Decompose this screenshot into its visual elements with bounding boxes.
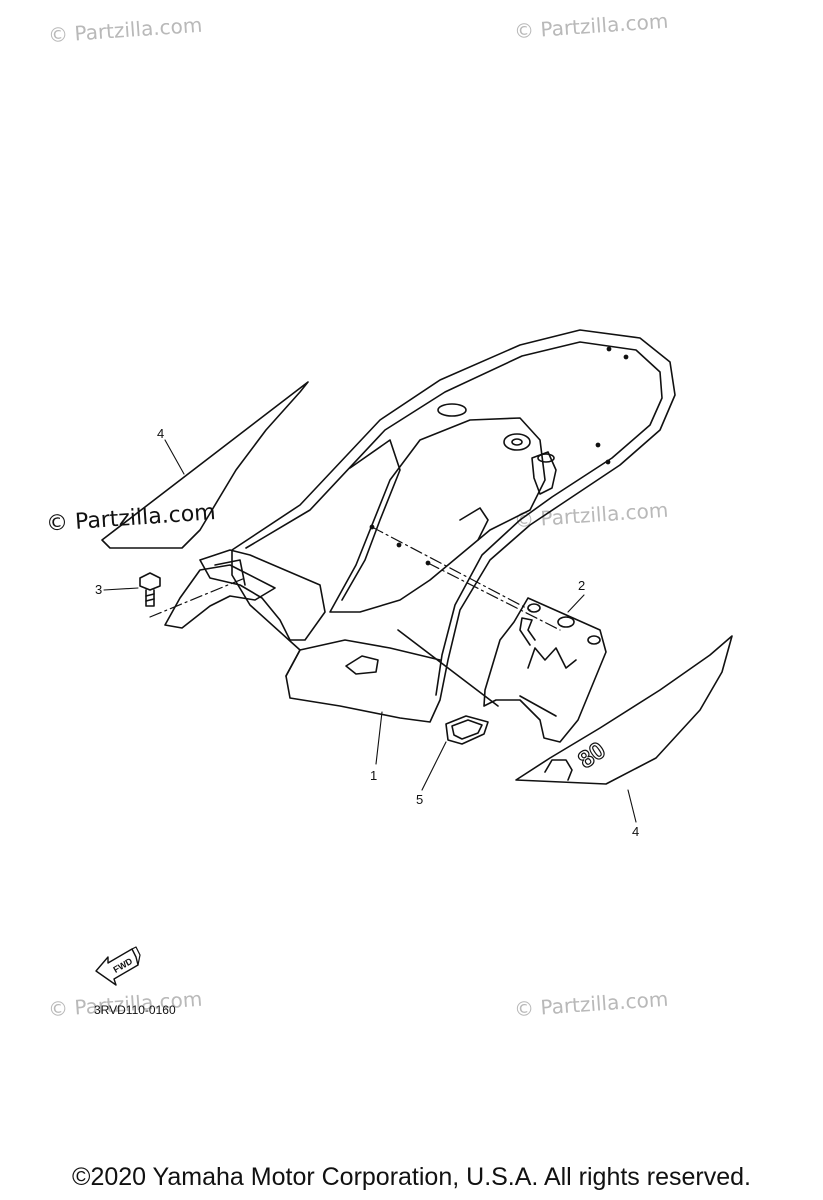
callout-4: 4 [632, 824, 639, 839]
callout-2: 2 [578, 578, 585, 593]
copyright-notice: ©2020 Yamaha Motor Corporation, U.S.A. A… [72, 1163, 751, 1191]
side-decal-left[interactable] [101, 381, 309, 549]
callout-3: 3 [95, 582, 102, 597]
rear-fender[interactable] [164, 329, 676, 723]
decal-number: 80 [573, 737, 610, 774]
callout-1: 1 [370, 768, 377, 783]
bolt[interactable] [139, 572, 161, 607]
assembly-lines [149, 526, 561, 631]
grommet[interactable] [445, 715, 489, 745]
callout-5: 5 [416, 792, 423, 807]
callout-4: 4 [157, 426, 164, 441]
side-decal-right[interactable] [515, 635, 733, 785]
fwd-arrow-icon: FWD [95, 946, 141, 986]
fender-plate[interactable] [483, 597, 607, 743]
diagram-code: 3RVD110-0160 [94, 1003, 176, 1017]
leader-lines [103, 439, 637, 823]
